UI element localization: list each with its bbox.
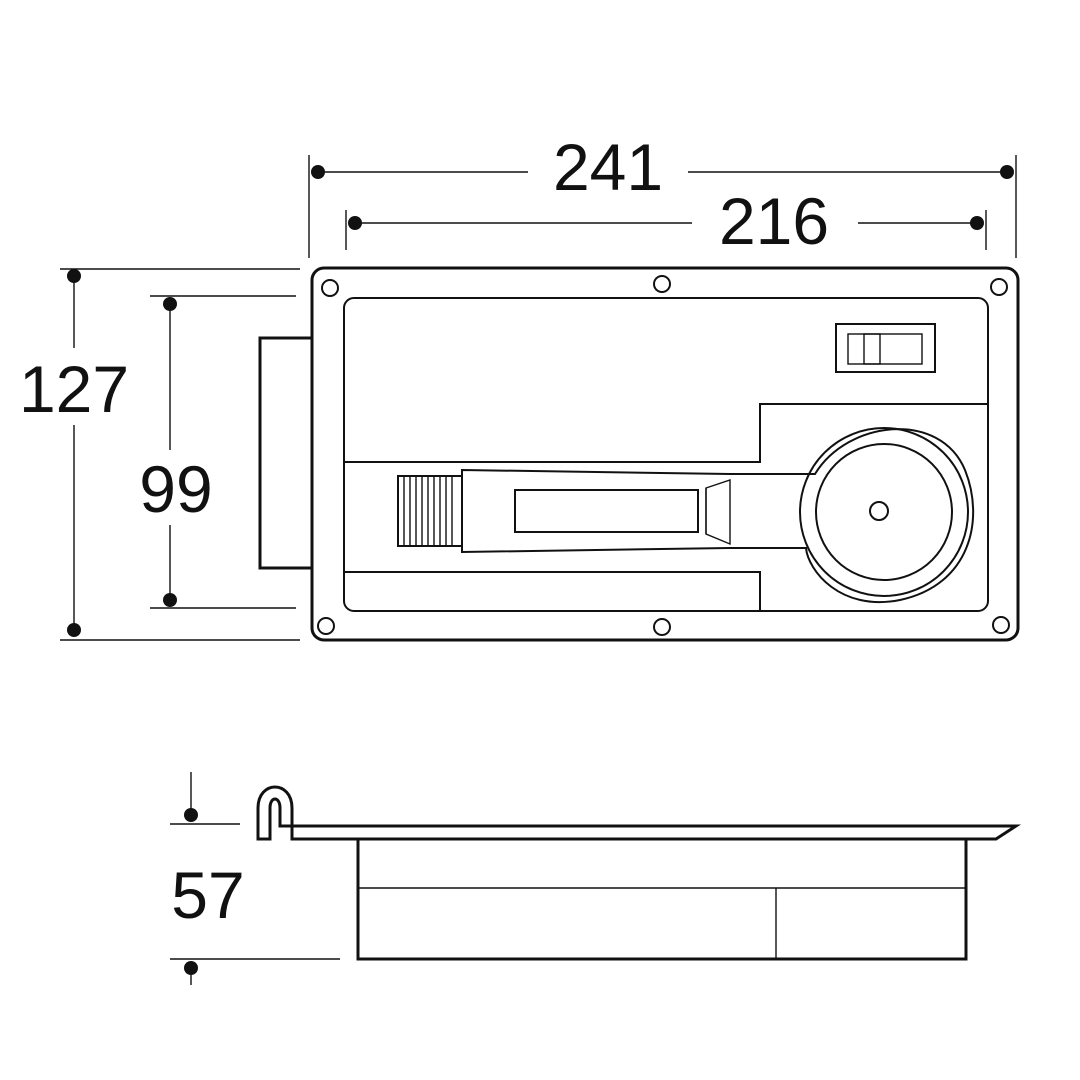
body-box — [356, 837, 968, 961]
dim-label-216: 216 — [719, 184, 829, 258]
dim-label-57: 57 — [171, 858, 244, 932]
dim-label-99: 99 — [139, 452, 212, 526]
hook — [256, 785, 308, 841]
threaded-connector — [397, 475, 463, 547]
flange-plate — [308, 824, 1022, 841]
compartment-outline — [344, 403, 988, 611]
dim-label-241: 241 — [553, 130, 663, 204]
side-box — [258, 336, 314, 570]
screw-holes — [317, 275, 1010, 636]
inner-recess — [343, 297, 989, 612]
side-view — [256, 785, 1022, 961]
top-view — [258, 266, 1020, 642]
dim-label-127: 127 — [19, 352, 129, 426]
switch — [835, 323, 936, 373]
shower-head — [461, 427, 975, 603]
dimension-lines — [60, 155, 1017, 985]
